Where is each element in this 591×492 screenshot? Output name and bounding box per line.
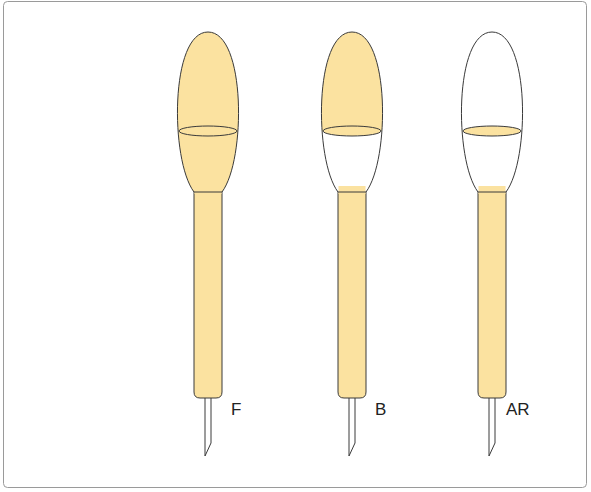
pipette bbox=[177, 32, 238, 456]
tube bbox=[338, 186, 366, 398]
bulb-outline bbox=[321, 32, 382, 192]
neck bbox=[339, 186, 366, 194]
pipette bbox=[312, 20, 392, 456]
pipette-label: AR bbox=[506, 401, 530, 418]
pipette-label: F bbox=[231, 401, 241, 418]
neck bbox=[479, 186, 506, 194]
bulb-fill bbox=[177, 32, 238, 192]
tube bbox=[194, 186, 222, 398]
liquid-surface bbox=[463, 126, 521, 136]
needle bbox=[349, 396, 355, 456]
bulb-outline bbox=[461, 32, 522, 192]
liquid bbox=[323, 126, 381, 136]
pipette-label: B bbox=[375, 401, 386, 418]
tube bbox=[478, 186, 506, 398]
pipette bbox=[461, 32, 522, 456]
liquid-surface bbox=[179, 126, 237, 136]
frame bbox=[4, 2, 587, 488]
bulb-outline bbox=[177, 32, 238, 192]
bulb-fill bbox=[461, 32, 522, 192]
liquid-surface bbox=[323, 126, 381, 136]
neck bbox=[195, 186, 222, 194]
needle bbox=[489, 396, 495, 456]
needle bbox=[205, 396, 211, 456]
